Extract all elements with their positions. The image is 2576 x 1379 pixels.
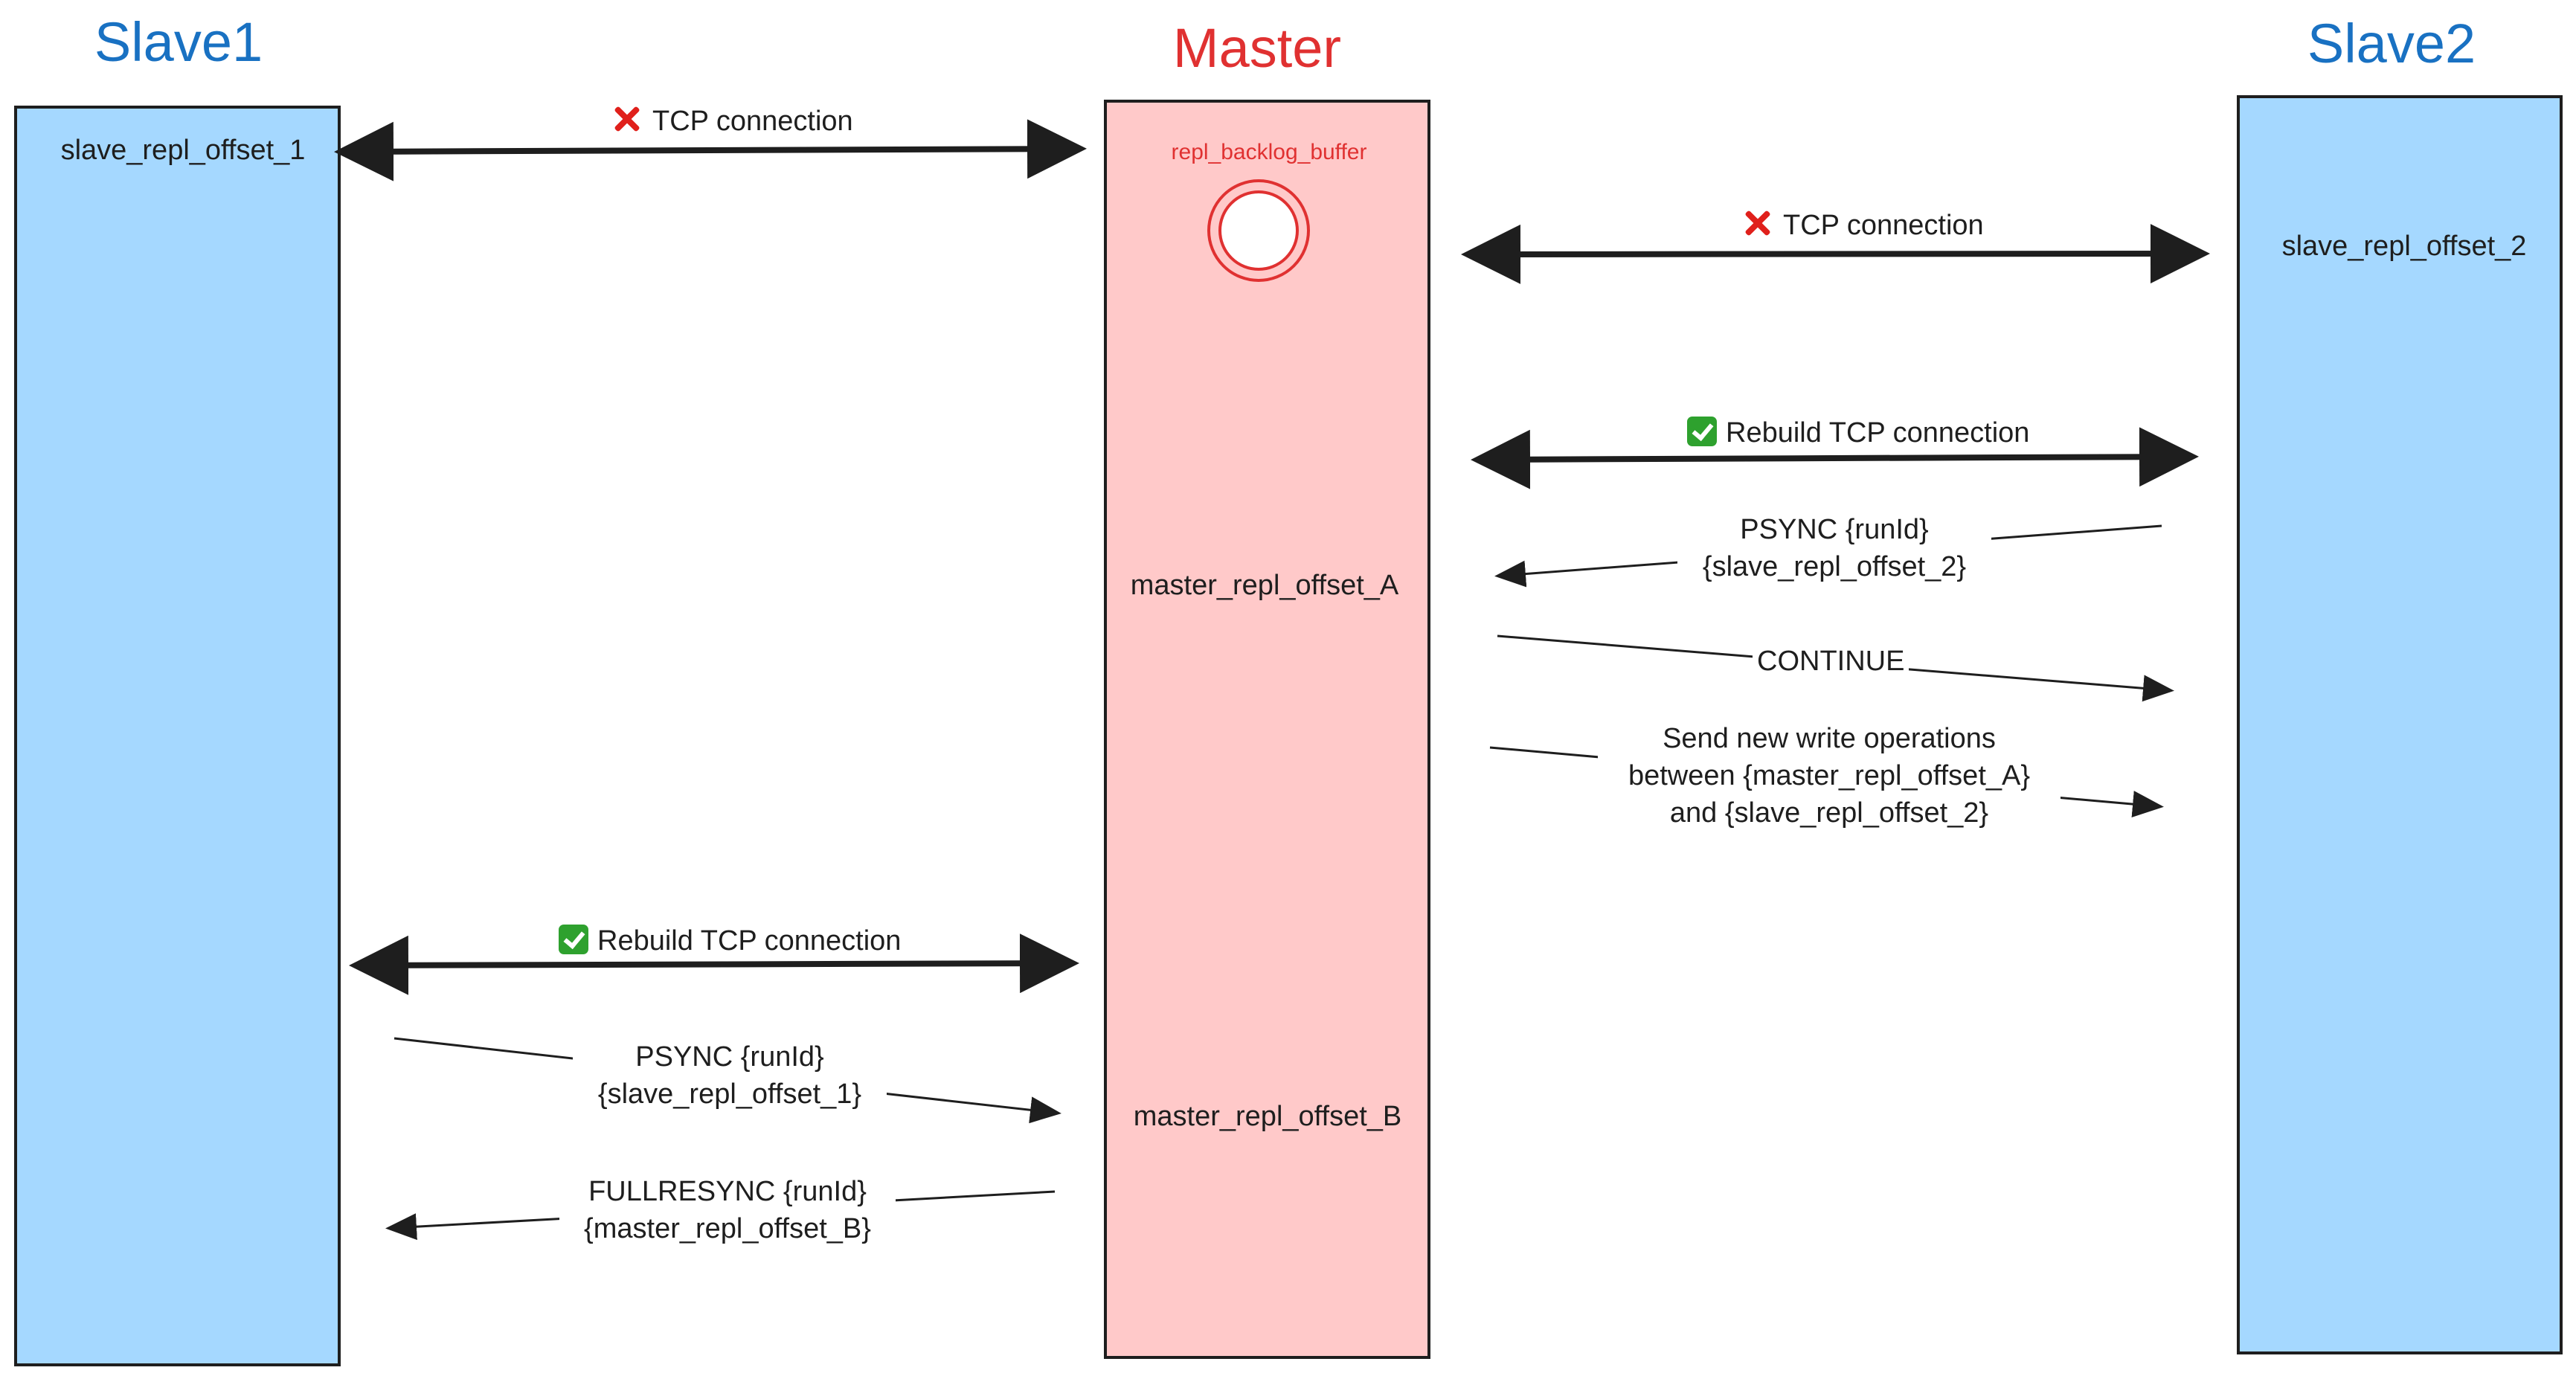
s2-tcp-lost-label: TCP connection [1737, 207, 1988, 244]
s2-rebuild-arrow [1471, 427, 2199, 489]
check-mark-icon [559, 925, 588, 954]
s2-continue-label: CONTINUE [1753, 643, 1909, 680]
master-lane [1104, 100, 1430, 1359]
master-title: Master [1172, 17, 1342, 79]
master-offset-b-label: master_repl_offset_B [1133, 1101, 1402, 1132]
s1-psync-label: PSYNC {runId} {slave_repl_offset_1} [573, 1038, 887, 1113]
cross-mark-icon [611, 103, 642, 135]
slave1-offset-label: slave_repl_offset_1 [60, 135, 306, 166]
s1-tcp-lost-arrow [334, 119, 1087, 181]
cross-mark-icon [1741, 208, 1773, 239]
backlog-buffer-icon [1207, 179, 1310, 282]
s1-tcp-lost-label: TCP connection [606, 103, 858, 140]
slave1-title: Slave1 [94, 11, 263, 73]
s2-send-label: Send new write operations between {maste… [1598, 720, 2061, 832]
s2-rebuild-label: Rebuild TCP connection [1683, 414, 2034, 451]
s1-rebuild-arrow [349, 933, 1079, 995]
slave2-lane [2237, 95, 2563, 1354]
slave2-title: Slave2 [2307, 13, 2476, 74]
master-offset-a-label: master_repl_offset_A [1130, 570, 1399, 601]
s1-rebuild-label: Rebuild TCP connection [554, 922, 906, 959]
master-backlog-label: repl_backlog_buffer [1171, 140, 1367, 164]
slave2-offset-label: slave_repl_offset_2 [2281, 231, 2527, 262]
slave1-lane [14, 106, 341, 1366]
s2-psync-label: PSYNC {runId} {slave_repl_offset_2} [1677, 511, 1991, 585]
check-mark-icon [1687, 417, 1717, 446]
s1-fullresync-label: FULLRESYNC {runId} {master_repl_offset_B… [559, 1173, 896, 1247]
